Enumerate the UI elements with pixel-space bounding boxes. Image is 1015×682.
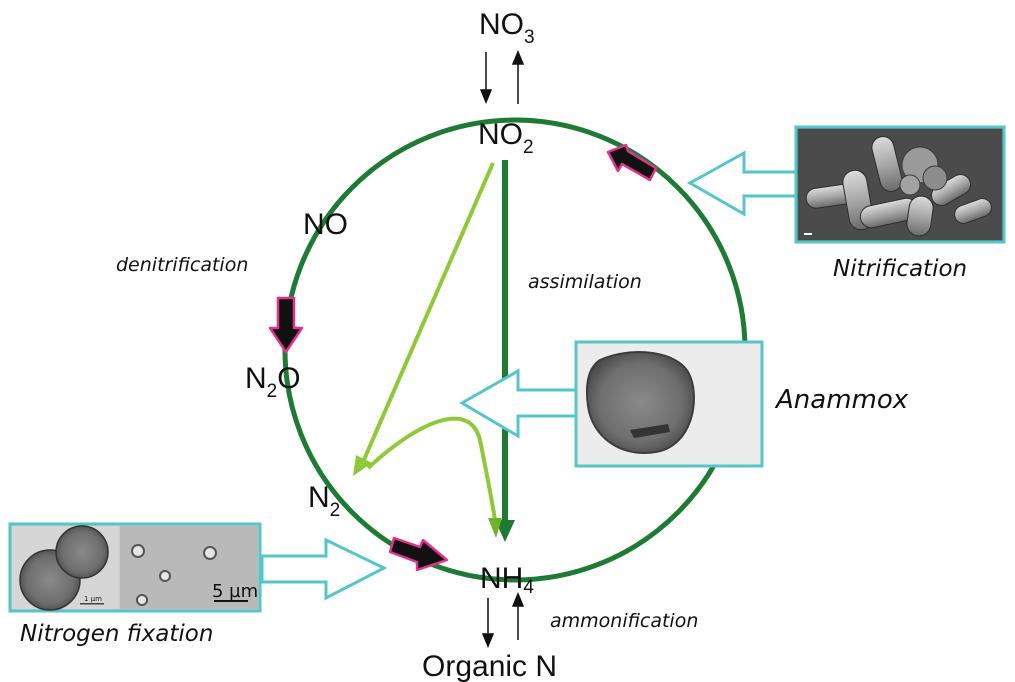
assimilation-arrow — [495, 160, 515, 542]
no-label: NO — [303, 208, 348, 241]
assimilation-label: assimilation — [528, 271, 642, 293]
no2-label: NO2 — [478, 118, 534, 158]
fixation-scale-label: 5 µm — [212, 581, 258, 602]
nitrification-open-arrow — [686, 150, 798, 217]
denitrification-label: denitrification — [116, 254, 248, 276]
n2o-label: N2O — [245, 362, 301, 402]
nh4-label: NH4 — [480, 562, 534, 598]
anammox-arrows — [353, 162, 502, 538]
fixation-scale-label-small: 1 µm — [84, 595, 102, 603]
anammox-micrograph — [574, 340, 764, 468]
fixation-open-arrow — [260, 537, 388, 601]
anammox-label: Anammox — [774, 385, 909, 415]
n2-label: N2 — [308, 481, 340, 521]
anammox-open-arrow — [459, 368, 578, 439]
nitrification-black-arrow — [606, 143, 658, 182]
no3-label: NO3 — [479, 8, 535, 48]
nitrification-micrograph — [794, 125, 1006, 244]
nitrification-label: Nitrification — [833, 256, 967, 282]
organic-n-label: Organic N — [422, 650, 557, 682]
ammonification-label: ammonification — [550, 610, 698, 632]
nh4-organic-arrows — [481, 592, 525, 648]
nitrogen-fixation-label: Nitrogen fixation — [20, 621, 213, 647]
fixation-micrographs — [8, 522, 262, 613]
denitrification-black-arrow — [268, 296, 304, 354]
fixation-black-arrow — [388, 536, 449, 572]
no3-no2-arrows — [479, 50, 525, 104]
